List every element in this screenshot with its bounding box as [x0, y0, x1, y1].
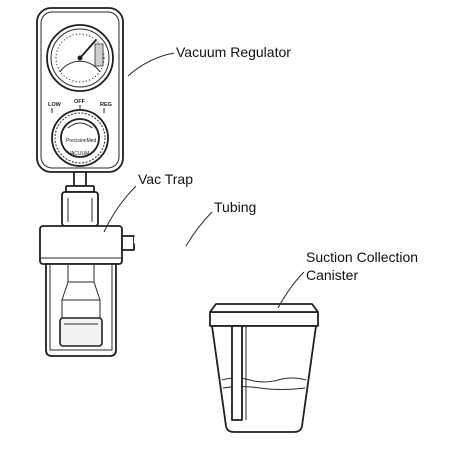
- vacuum-regulator: LOW OFF REG PrecisionMed VACUUM: [36, 7, 124, 173]
- gauge-scale-arc: [59, 60, 101, 73]
- connector-stem: [73, 171, 87, 187]
- connector-block: [61, 191, 99, 227]
- vac-trap: [39, 225, 135, 357]
- regulator-connector: [61, 171, 99, 227]
- canister-inner-tube: [231, 325, 243, 421]
- regulator-inner-rim: [40, 11, 120, 169]
- knob-arc: [67, 122, 93, 129]
- gauge-face: [50, 28, 110, 88]
- gauge-ticks: [55, 33, 105, 83]
- trap-float-rod-left: [61, 264, 69, 318]
- regulator-knob: PrecisionMed VACUUM: [51, 109, 109, 167]
- callout-line-tubing: [185, 211, 213, 247]
- knob-brand-text: PrecisionMed: [66, 138, 97, 144]
- knob-face: [60, 118, 100, 158]
- callout-line-regulator: [127, 52, 175, 77]
- trap-side-port: [121, 235, 135, 251]
- label-tubing: Tubing: [214, 199, 256, 215]
- suction-canister: [209, 303, 319, 433]
- callout-lines: [103, 52, 305, 309]
- mode-label-reg: REG: [100, 102, 112, 108]
- gauge-zone: [94, 43, 104, 67]
- vacuum-gauge: [46, 24, 114, 92]
- label-vac-trap: Vac Trap: [138, 171, 193, 187]
- trap-float-rod-right: [93, 264, 101, 318]
- canister-lid: [209, 311, 319, 327]
- gauge-pivot: [77, 55, 83, 61]
- trap-float: [59, 317, 103, 347]
- knob-grip: [54, 112, 106, 164]
- tubing-fill: [134, 236, 211, 326]
- callout-line-canister: [277, 271, 305, 309]
- knob-label-text: VACUUM: [68, 151, 89, 157]
- trap-jar-inner: [49, 263, 113, 351]
- gauge-needle: [79, 39, 97, 59]
- label-suction-collection: Suction Collection: [306, 249, 418, 265]
- mode-label-low: LOW: [48, 102, 62, 108]
- callout-line-vac-trap: [103, 185, 137, 233]
- tubing: [133, 236, 211, 326]
- label-vacuum-regulator: Vacuum Regulator: [176, 44, 291, 60]
- canister-lid-top: [209, 303, 319, 313]
- label-canister: Canister: [306, 267, 358, 283]
- mode-label-off: OFF: [74, 99, 86, 105]
